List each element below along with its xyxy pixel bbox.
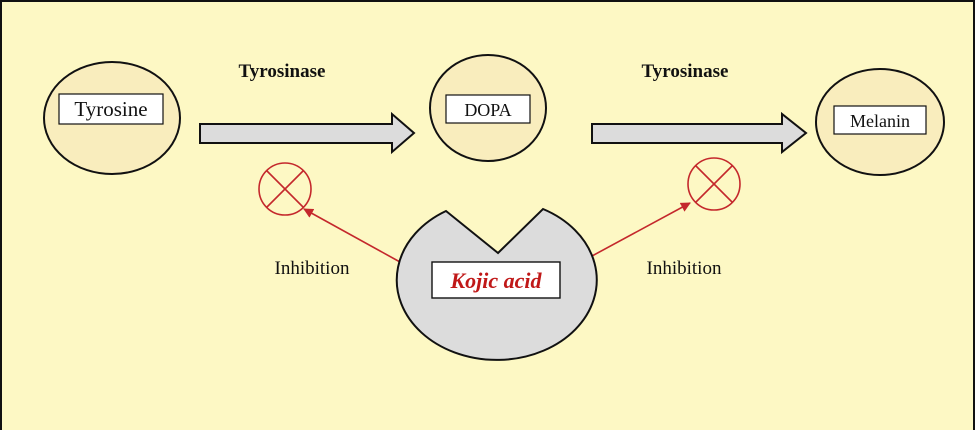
inhibition-symbol-left xyxy=(258,162,312,216)
conversion-arrow-right xyxy=(591,111,808,155)
dopa-node: DOPA xyxy=(429,54,547,162)
enzyme-label-right: Tyrosinase xyxy=(642,61,729,82)
tyrosine-label: Tyrosine xyxy=(74,97,147,121)
inhibition-arrow-right xyxy=(591,202,691,257)
conversion-arrow-left xyxy=(199,111,416,155)
inhibition-symbol-right xyxy=(687,157,741,211)
tyrosine-node: Tyrosine xyxy=(43,61,181,175)
dopa-label: DOPA xyxy=(464,100,511,120)
kojic-acid-inhibitor: Kojic acid xyxy=(395,207,598,361)
melanin-label: Melanin xyxy=(850,111,910,131)
inhibition-label-right: Inhibition xyxy=(647,258,722,279)
inhibition-arrow-left xyxy=(303,208,401,263)
kojic-acid-label: Kojic acid xyxy=(449,268,542,293)
inhibition-label-left: Inhibition xyxy=(275,258,350,279)
enzyme-label-left: Tyrosinase xyxy=(239,61,326,82)
melanin-node: Melanin xyxy=(815,68,945,176)
